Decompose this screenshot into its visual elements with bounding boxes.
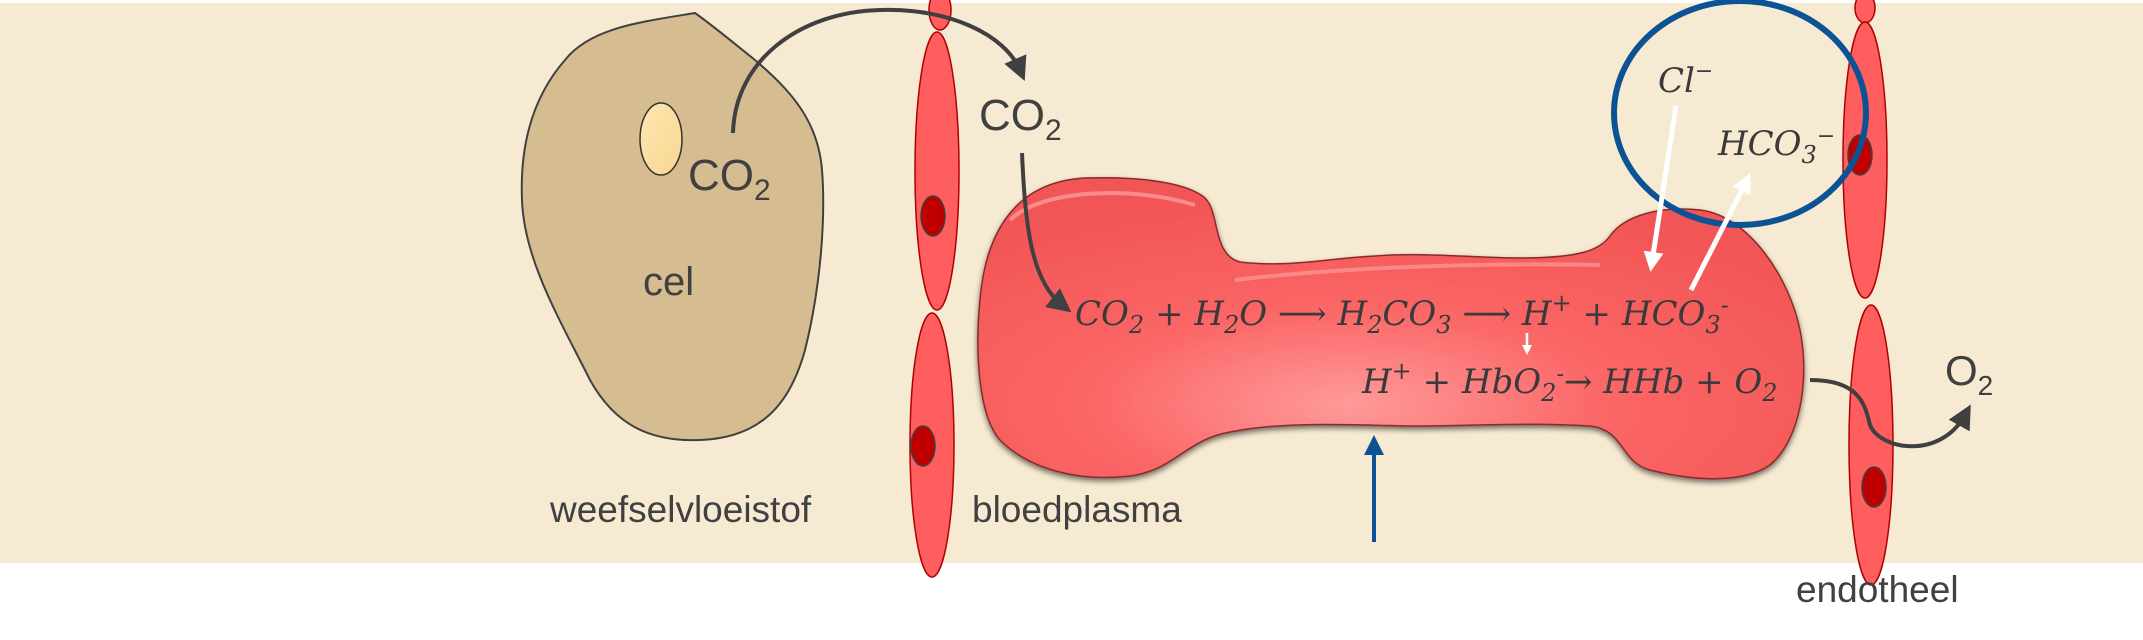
red-blood-cell bbox=[977, 176, 1805, 480]
carbonic-acid-equation: CO2 + H2O ⟶ H2CO3 ⟶ H+ + HCO3- bbox=[1075, 289, 1729, 339]
co2-into-rbc-arrow bbox=[1020, 152, 1072, 313]
cell-co2-label: CO2 bbox=[688, 151, 771, 207]
blood-plasma-label: bloedplasma bbox=[972, 489, 1182, 530]
hemoglobin-equation: H+ + HbO2-→ HHb + O2 bbox=[1361, 357, 1778, 407]
chloride-ion-label: Cl− bbox=[1658, 59, 1713, 101]
cell-label: cel bbox=[643, 260, 694, 304]
o2-release-arrow bbox=[1809, 378, 1971, 449]
bicarbonate-efflux-arrow bbox=[1688, 173, 1751, 292]
endothelium-right bbox=[1842, 0, 1894, 586]
bicarbonate-ion-label: HCO3− bbox=[1717, 124, 1835, 169]
o2-label: O2 bbox=[1945, 347, 1993, 401]
endothelium-left bbox=[909, 0, 960, 578]
endothelium-nucleus bbox=[920, 195, 946, 237]
plasma-co2-label: CO2 bbox=[979, 91, 1062, 147]
endothelium-label: endotheel bbox=[1796, 569, 1959, 610]
body-cell bbox=[520, 11, 825, 442]
endothelium-nucleus bbox=[1861, 466, 1887, 508]
cell-nucleus bbox=[639, 102, 683, 176]
chloride-influx-arrow bbox=[1643, 105, 1679, 272]
tissue-fluid-label: weefselvloeistof bbox=[549, 489, 812, 530]
endothelium-nucleus bbox=[910, 425, 936, 467]
ion-exchange-highlight bbox=[1611, 0, 1869, 228]
co2-diffusion-arrow bbox=[731, 7, 1027, 134]
